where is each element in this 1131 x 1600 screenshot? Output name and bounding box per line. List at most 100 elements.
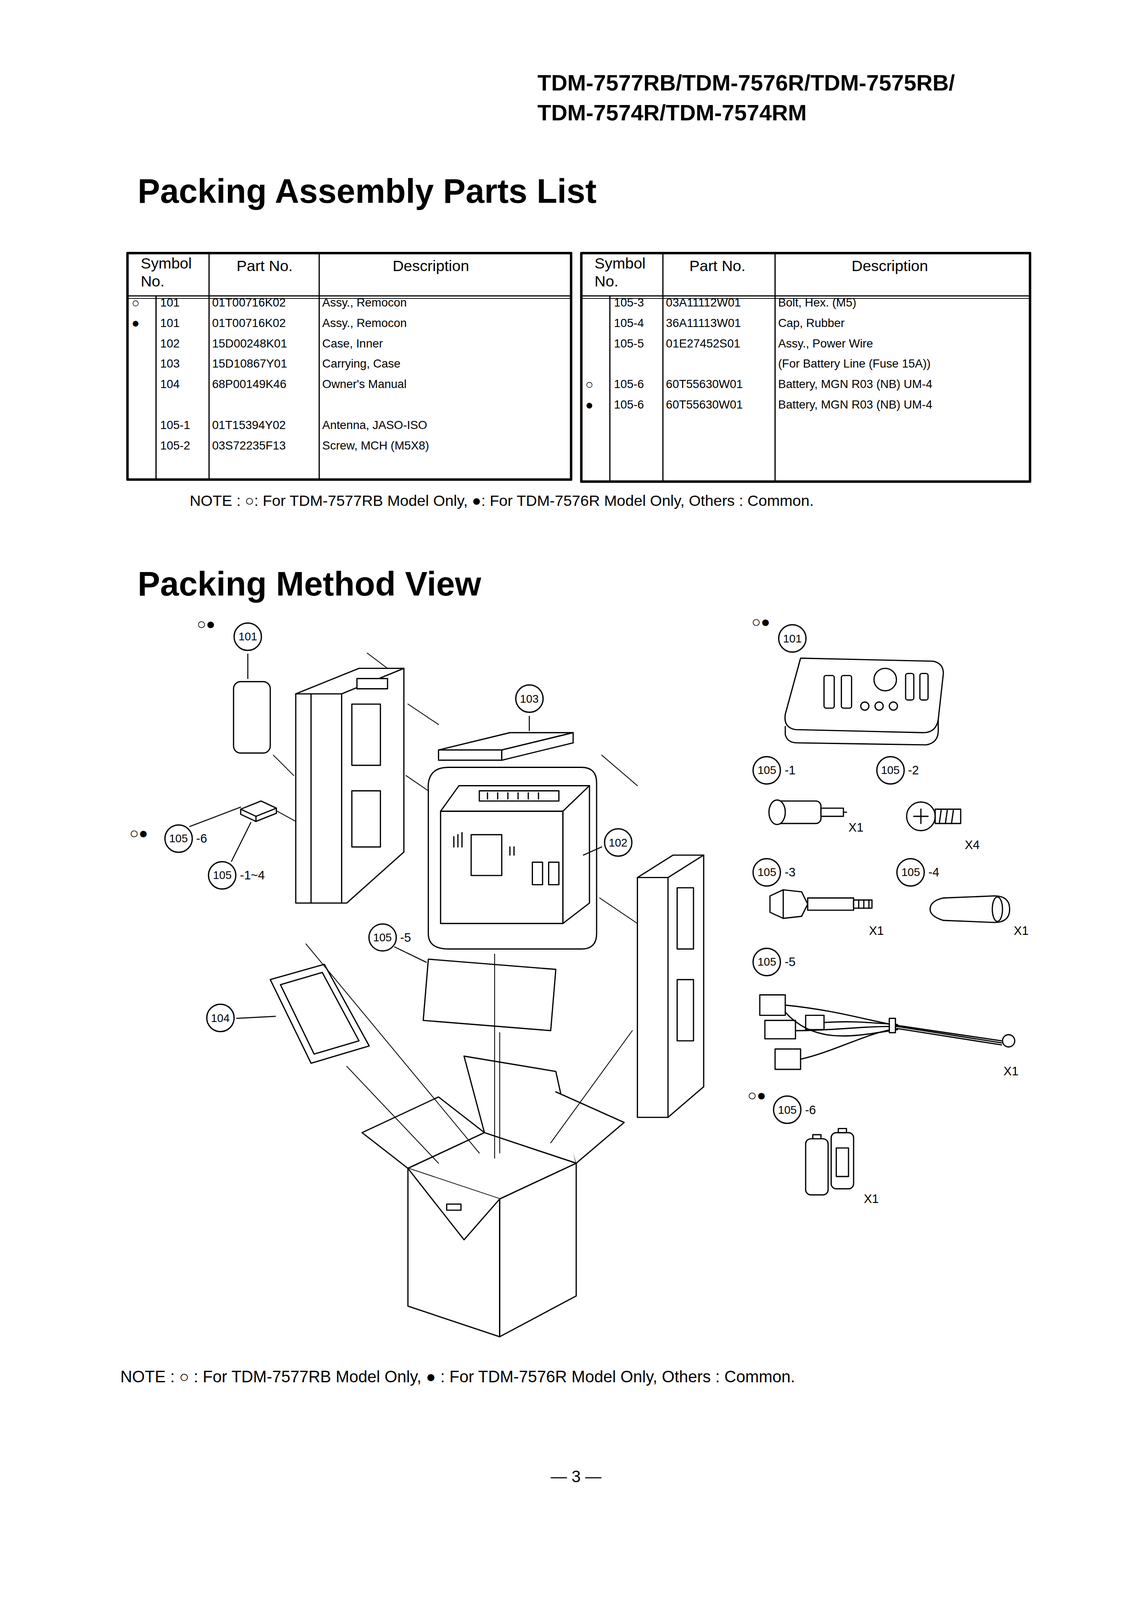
table-cell: 105-5	[614, 336, 645, 351]
main-unit-part	[527, 792, 529, 799]
table-cell: Assy., Remocon	[322, 295, 407, 310]
remote-control-part	[860, 702, 869, 711]
power-wire-harness-part	[759, 994, 786, 1016]
callout-suffix: -1~4	[239, 868, 265, 882]
table-header: Symbol No.	[140, 254, 202, 290]
main-unit-part	[548, 862, 560, 885]
callout-number: 105	[880, 764, 900, 776]
table-cell: 01T15394Y02	[212, 418, 286, 433]
main-unit	[440, 785, 590, 924]
callout-circle: 105-6	[164, 824, 193, 853]
owners-manual-part	[280, 972, 359, 1054]
foam-end-cap-left	[295, 668, 404, 904]
assembly-guide-lines-part	[599, 897, 638, 924]
table-header: Symbol No.	[594, 254, 656, 290]
table-cell: Battery, MGN R03 (NB) UM-4	[778, 377, 933, 392]
note-text: NOTE : ○: For TDM-7577RB Model Only, ●: …	[189, 491, 814, 511]
table-cell: 105-2	[160, 438, 190, 453]
assembly-guide-lines-part	[346, 1066, 439, 1164]
callout-number: 105	[169, 832, 188, 844]
table-cell: 68P00149K46	[212, 377, 287, 392]
parts-table-right	[581, 253, 1030, 482]
model-mark: ○	[131, 294, 140, 311]
callout-suffix: -5	[400, 931, 412, 944]
callout-number: 104	[210, 1012, 230, 1024]
parts-table-left-part	[127, 253, 572, 480]
foam-end-cap-right-part	[677, 979, 694, 1041]
callout-circle: 105-2	[876, 755, 905, 785]
leader-lines-part	[528, 716, 530, 731]
callout-circle: 105-4	[896, 857, 925, 887]
callout-circle: 105-1~4	[207, 860, 237, 890]
antenna-plug	[769, 799, 847, 825]
screw-part	[920, 809, 922, 824]
callout-circle: 102	[603, 827, 633, 857]
table-cell: 105-4	[614, 316, 645, 331]
table-header: Part No.	[236, 256, 293, 276]
parts-table-right-part	[609, 295, 611, 482]
main-unit-part	[517, 792, 519, 799]
assembly-guide-lines-part	[306, 943, 480, 1153]
power-wire-bag-part	[423, 959, 557, 1031]
section-heading: Packing Method View	[137, 563, 482, 605]
power-wire-harness-part	[764, 1020, 796, 1039]
leader-lines-part	[394, 946, 427, 962]
remote-control-part	[919, 673, 928, 700]
main-unit-part	[509, 846, 511, 855]
hex-bolt-part	[853, 899, 872, 908]
table-cell: 105-6	[614, 397, 645, 412]
remote-control-part	[784, 658, 944, 733]
assembly-guide-lines-part	[405, 775, 429, 791]
main-unit-part	[497, 792, 499, 799]
assembly-guide-lines-part	[408, 703, 439, 725]
table-header: Part No.	[689, 256, 746, 276]
remote-card-part	[233, 681, 271, 753]
quantity-label: X1	[848, 819, 864, 835]
foam-end-cap-right-part	[667, 877, 669, 1118]
table-cell: Battery, MGN R03 (NB) UM-4	[778, 397, 933, 412]
inner-case-part	[501, 732, 574, 761]
callout-suffix: -2	[908, 763, 919, 777]
hex-bolt	[769, 889, 872, 919]
callout-circle: 105-6	[772, 1095, 802, 1124]
carton-box-part	[499, 1163, 577, 1337]
assembly-guide-lines-part	[273, 754, 294, 776]
model-mark: ●	[585, 396, 594, 413]
leader-lines-part	[236, 1016, 276, 1019]
table-cell: Screw, MCH (M5X8)	[322, 438, 429, 453]
callout-circle: 105-1	[752, 755, 782, 785]
batteries-part	[812, 1134, 821, 1139]
hex-bolt-part	[769, 889, 808, 919]
table-cell: 01T00716K02	[212, 316, 286, 331]
table-cell: 105-6	[614, 377, 645, 392]
remote-control-part	[824, 675, 835, 708]
remote-control	[784, 658, 944, 745]
page-title: Packing Assembly Parts List	[137, 171, 597, 212]
screw-part	[951, 809, 954, 824]
main-unit-part	[513, 846, 515, 855]
leader-lines-part	[247, 653, 248, 679]
callout-number: 105	[212, 869, 232, 881]
remote-control-part	[841, 675, 852, 708]
screw	[906, 801, 961, 831]
antenna-plug-part	[769, 799, 786, 825]
callout-number: 102	[608, 836, 628, 849]
table-header: Description	[851, 256, 928, 276]
main-unit-part	[471, 834, 502, 876]
callout-number: 105	[901, 866, 921, 878]
model-mark: ○	[585, 376, 594, 393]
callout-number: 105	[757, 956, 777, 968]
power-wire-harness-part	[824, 1021, 898, 1024]
foam-end-cap-left-part	[351, 790, 381, 847]
inner-case	[438, 732, 574, 761]
parts-table-left-part	[208, 253, 210, 480]
batteries-part	[830, 1132, 854, 1189]
table-cell: 105-3	[614, 295, 645, 310]
table-cell: 102	[160, 336, 180, 351]
foam-end-cap-right-part	[677, 887, 694, 949]
screw-part	[945, 809, 948, 824]
power-wire-bag	[423, 959, 557, 1031]
callout-number: 103	[519, 693, 539, 705]
assembly-guide-lines-part	[499, 1032, 501, 1153]
